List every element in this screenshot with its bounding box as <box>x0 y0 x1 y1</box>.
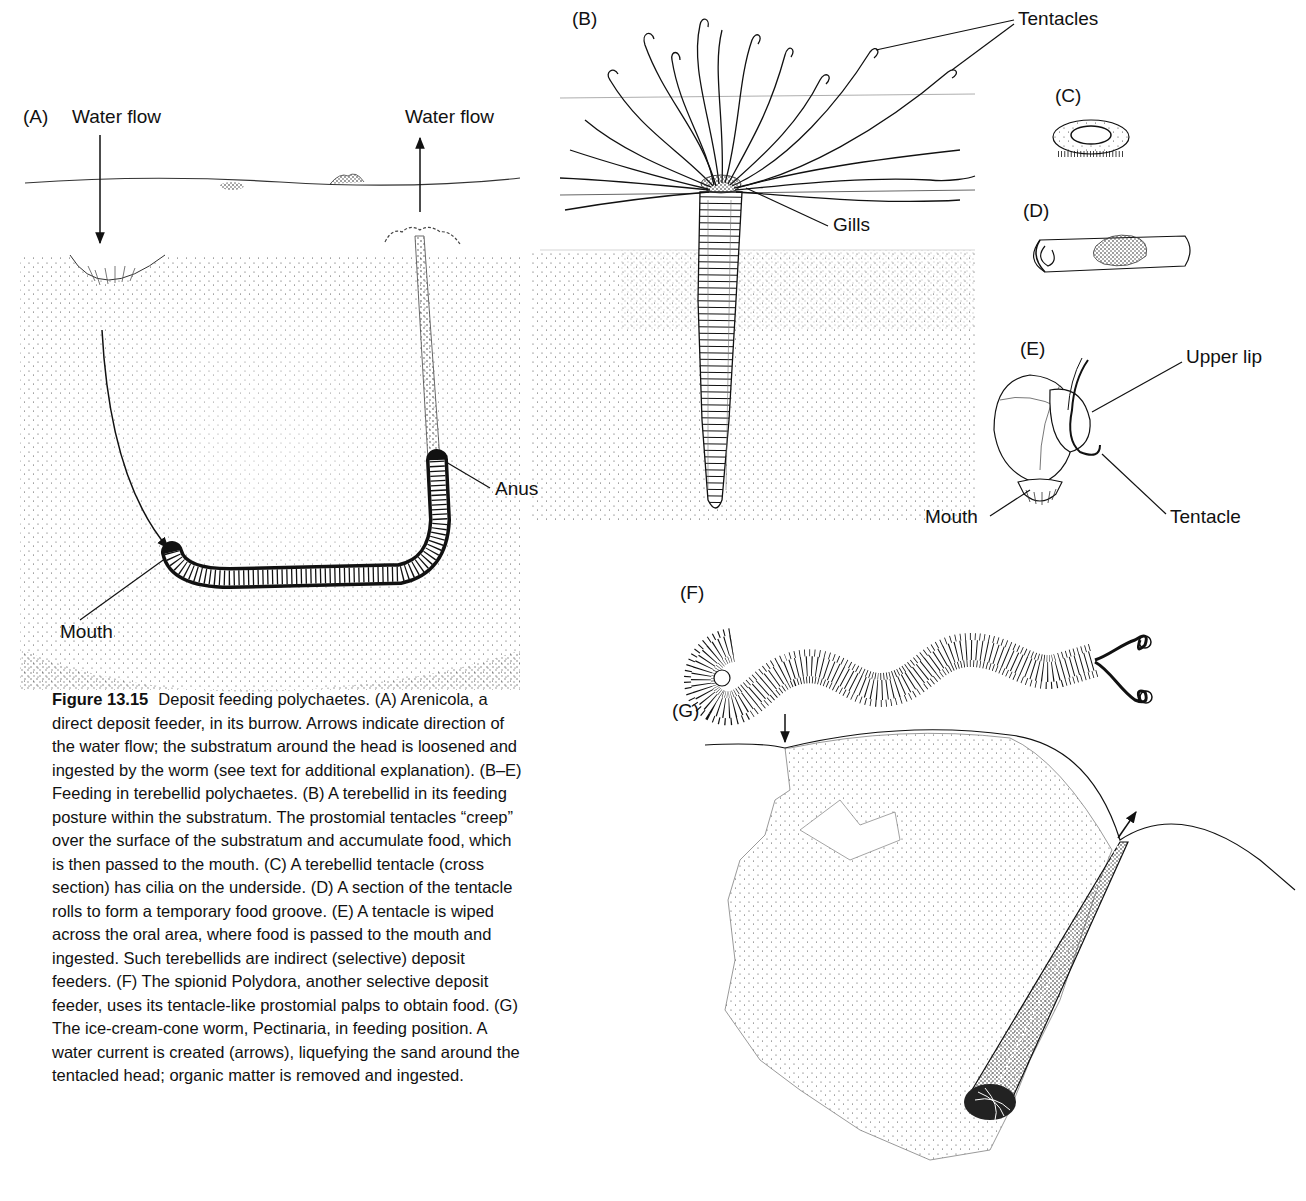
part-label: Tentacle <box>1170 506 1241 528</box>
panel-letter: (C) <box>1055 85 1081 107</box>
terebellid-feeding <box>530 19 1014 520</box>
part-label: Mouth <box>60 621 113 643</box>
flow-label: Water flow <box>405 106 494 128</box>
part-label: Tentacles <box>1018 8 1098 30</box>
part-label: Anus <box>495 478 538 500</box>
figure-caption: Figure 13.15Deposit feeding polychaetes.… <box>52 688 524 1088</box>
arenicola-burrow <box>20 135 520 692</box>
figure-number: Figure 13.15 <box>52 690 148 708</box>
flow-label: Water flow <box>72 106 161 128</box>
panel-letter: (A) <box>23 106 48 128</box>
tentacle-cross-section <box>1053 120 1129 154</box>
part-label: Mouth <box>925 506 978 528</box>
terebellid-head <box>990 358 1182 516</box>
panel-letter: (D) <box>1023 200 1049 222</box>
panel-letter: (B) <box>572 8 597 30</box>
panel-letter: (F) <box>680 582 704 604</box>
part-label: Gills <box>833 214 870 236</box>
polydora <box>701 636 1152 708</box>
panel-letter: (E) <box>1020 338 1045 360</box>
part-label: Upper lip <box>1186 346 1262 368</box>
caption-text: Deposit feeding polychaetes. (A) Arenico… <box>52 690 522 1084</box>
tentacle-food-groove <box>1034 235 1190 272</box>
panel-letter: (G) <box>672 700 699 722</box>
pectinaria <box>705 714 1295 1160</box>
